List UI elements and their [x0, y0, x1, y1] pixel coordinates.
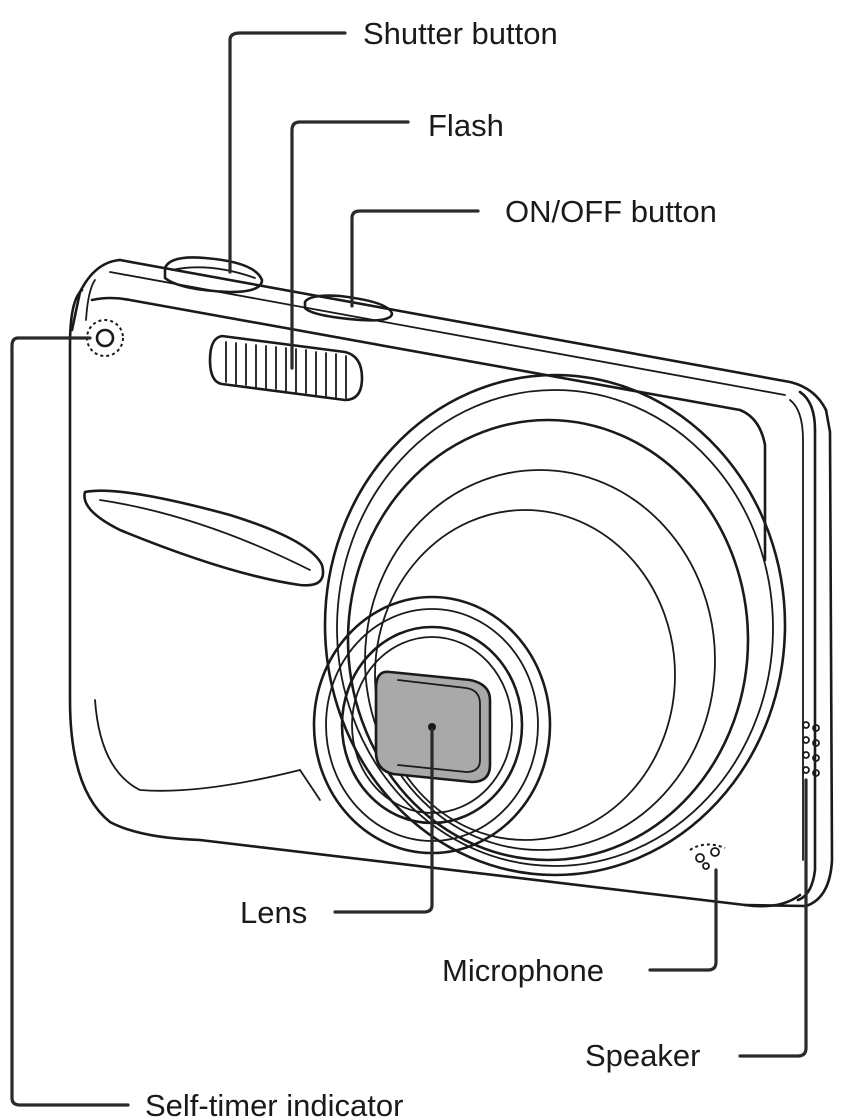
- leader-selftimer: [10, 336, 130, 1107]
- camera-body: [68, 258, 834, 908]
- shutter-button-drawing: [163, 256, 264, 294]
- label-onoff-button: ON/OFF button: [505, 194, 717, 229]
- label-shutter-button: Shutter button: [363, 16, 558, 51]
- leader-shutter: [228, 31, 347, 274]
- callout-labels: Shutter button Flash ON/OFF button Lens …: [145, 16, 717, 1120]
- lens-assembly: [312, 373, 787, 877]
- leader-lens: [333, 728, 434, 914]
- label-speaker: Speaker: [585, 1038, 700, 1073]
- leader-flash: [290, 120, 410, 370]
- leader-speaker: [738, 778, 808, 1058]
- leader-onoff: [350, 209, 480, 308]
- label-self-timer-indicator: Self-timer indicator: [145, 1088, 403, 1120]
- onoff-button-drawing: [303, 294, 394, 322]
- self-timer-lamp: [86, 319, 124, 357]
- leader-microphone: [648, 868, 718, 972]
- microphone-holes: [689, 843, 726, 870]
- flash-window: [208, 334, 364, 402]
- grip: [83, 489, 325, 587]
- flash-grille: [225, 341, 347, 399]
- label-lens: Lens: [240, 895, 307, 930]
- speaker-grille: [802, 721, 820, 777]
- label-microphone: Microphone: [442, 953, 604, 988]
- label-flash: Flash: [428, 108, 504, 143]
- leader-lines: [10, 31, 808, 1107]
